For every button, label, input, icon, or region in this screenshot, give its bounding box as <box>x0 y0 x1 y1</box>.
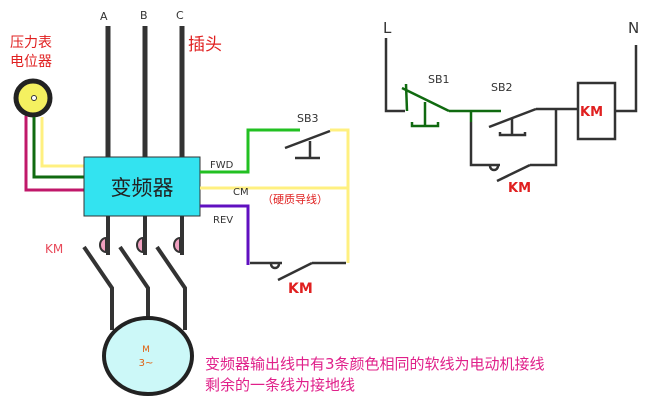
potentiometer-label-2: 电位器 <box>10 54 52 70</box>
sb3-pushbutton-icon <box>284 129 331 160</box>
l-wire <box>384 38 405 113</box>
fwd-label: FWD <box>210 160 234 171</box>
km-coil-label: KM <box>580 105 603 120</box>
n-label: N <box>628 19 639 37</box>
plug-label: 插头 <box>188 35 222 55</box>
km-main-label: KM <box>45 242 63 256</box>
km-aux-contact-icon <box>250 261 346 282</box>
wire-magenta <box>24 116 84 192</box>
wire-dark-green <box>32 117 84 179</box>
note-line-1: 变频器输出线中有3条颜色相同的软线为电动机接线 <box>205 355 545 373</box>
km-hold-contact-icon <box>469 109 558 183</box>
wire-yellow <box>40 117 84 168</box>
sb2-label: SB2 <box>491 81 513 94</box>
sb3-label: SB3 <box>297 112 319 125</box>
motor-phase: 3~ <box>139 358 154 369</box>
phase-a-label: A <box>100 10 108 23</box>
phase-b-label: B <box>140 9 148 22</box>
km-coil-box <box>576 81 617 141</box>
note-line-2: 剩余的一条线为接地线 <box>205 376 355 394</box>
rev-wire <box>200 204 250 265</box>
sb3-return-wire <box>330 128 350 263</box>
cm-label: CM <box>233 187 249 198</box>
inverter-box <box>83 156 201 217</box>
km-contact-label: KM <box>288 281 313 297</box>
sb1-label: SB1 <box>428 73 450 86</box>
n-wire <box>615 45 638 113</box>
km-hold-label: KM <box>508 181 531 196</box>
sb1-pushbutton-icon <box>401 83 501 128</box>
sb2-pushbutton-icon <box>488 107 578 137</box>
phase-lines <box>105 26 185 157</box>
motor-symbol: M <box>142 345 150 355</box>
fwd-wire <box>200 128 300 174</box>
main-contacts <box>82 216 187 330</box>
potentiometer-center <box>31 95 37 101</box>
l-label: L <box>383 19 392 37</box>
motor-icon <box>102 316 194 396</box>
hard-wire-note: （硬质导线） <box>262 192 328 206</box>
contact-arc-icons <box>99 236 181 254</box>
rev-label: REV <box>213 215 233 226</box>
phase-c-label: C <box>176 9 184 22</box>
inverter-label: 变频器 <box>111 176 174 200</box>
potentiometer-label-1: 压力表 <box>10 35 52 51</box>
